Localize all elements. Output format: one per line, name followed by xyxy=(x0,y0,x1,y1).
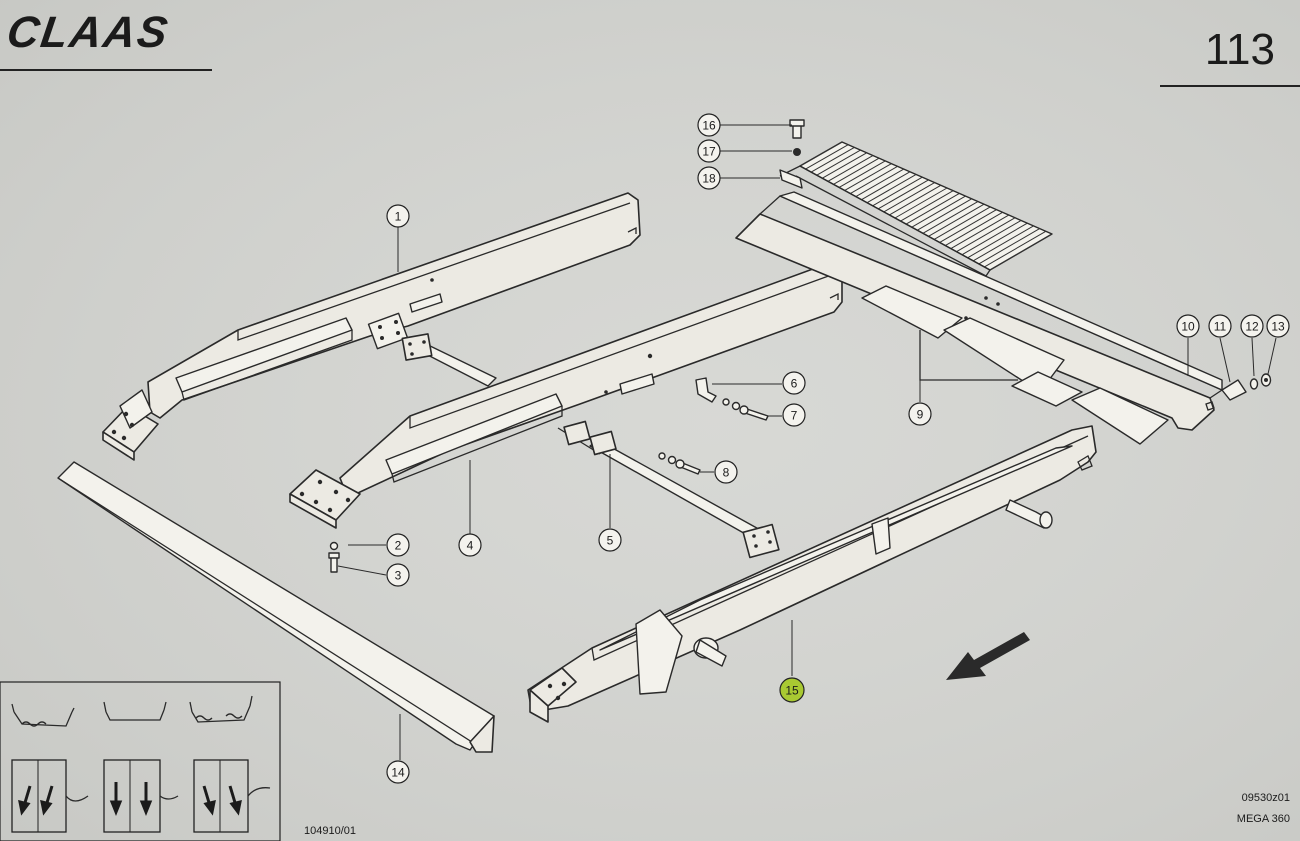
callout-5[interactable]: 5 xyxy=(598,528,622,552)
callout-3-label: 3 xyxy=(395,569,402,583)
callout-5-circle xyxy=(598,528,622,552)
part-14-angle xyxy=(57,461,495,753)
callout-7-circle xyxy=(782,403,806,427)
callout-6[interactable]: 6 xyxy=(782,371,806,395)
callout-15[interactable]: 15 xyxy=(779,677,805,703)
brand-logo-text: CLAAS xyxy=(4,8,172,57)
callout-11-circle xyxy=(1208,314,1232,338)
callout-13-circle xyxy=(1266,314,1290,338)
callout-15-label: 15 xyxy=(785,684,799,698)
callout-18[interactable]: 18 xyxy=(697,166,721,190)
callout-10-circle xyxy=(1176,314,1200,338)
callout-11-label: 11 xyxy=(1214,320,1227,334)
hardware-6-7-8 xyxy=(658,377,769,475)
callout-1[interactable]: 1 xyxy=(386,204,410,228)
direction-arrow-icon xyxy=(946,632,1030,680)
callout-5-label: 5 xyxy=(607,534,614,548)
part-9-10-rear-crossmember xyxy=(735,191,1224,445)
callout-12-circle xyxy=(1240,314,1264,338)
callout-2[interactable]: 2 xyxy=(386,533,410,557)
callout-4-label: 4 xyxy=(467,539,474,553)
callout-8-label: 8 xyxy=(723,466,730,480)
callout-14-label: 14 xyxy=(391,766,405,780)
cross-tube-upper xyxy=(401,333,497,387)
drawing-code: 09530z01 xyxy=(1242,792,1290,804)
part-1-left-beam xyxy=(102,192,641,461)
callout-10[interactable]: 10 xyxy=(1176,314,1200,338)
callout-4[interactable]: 4 xyxy=(458,533,482,557)
variant-legend-icon xyxy=(0,681,281,841)
callout-7-label: 7 xyxy=(791,409,798,423)
hardware-16-17 xyxy=(789,119,805,156)
callout-14-circle xyxy=(386,760,410,784)
hardware-2-3 xyxy=(328,541,340,573)
page-number-box: 113 xyxy=(1160,25,1300,87)
callout-12[interactable]: 12 xyxy=(1240,314,1264,338)
callout-7[interactable]: 7 xyxy=(782,403,806,427)
brand-logo: CLAAS xyxy=(0,8,212,71)
part-15-right-beam xyxy=(527,425,1097,723)
callout-2-circle xyxy=(386,533,410,557)
callout-3[interactable]: 3 xyxy=(386,563,410,587)
callout-1-label: 1 xyxy=(395,210,402,224)
callout-14[interactable]: 14 xyxy=(386,760,410,784)
callout-3-circle xyxy=(386,563,410,587)
callout-4-circle xyxy=(458,533,482,557)
callout-13-label: 13 xyxy=(1271,320,1285,334)
callout-1-circle xyxy=(386,204,410,228)
callout-6-label: 6 xyxy=(791,377,798,391)
model-name: MEGA 360 xyxy=(1237,813,1290,825)
callout-18-label: 18 xyxy=(702,172,716,186)
page-number: 113 xyxy=(1205,25,1275,74)
callout-12-label: 12 xyxy=(1245,320,1259,334)
callout-16[interactable]: 16 xyxy=(697,113,721,137)
callout-9-circle xyxy=(908,402,932,426)
callout-leaders xyxy=(337,124,1277,760)
callout-9-label: 9 xyxy=(917,408,924,422)
callout-16-label: 16 xyxy=(702,119,716,133)
callout-16-circle xyxy=(697,113,721,137)
callout-13[interactable]: 13 xyxy=(1266,314,1290,338)
callout-18-circle xyxy=(697,166,721,190)
callout-17[interactable]: 17 xyxy=(697,139,721,163)
callout-11[interactable]: 11 xyxy=(1208,314,1232,338)
part-4-center-beam xyxy=(289,261,843,529)
callout-17-circle xyxy=(697,139,721,163)
callout-15-circle xyxy=(779,677,805,703)
hardware-11-12-13 xyxy=(1221,373,1272,401)
callout-17-label: 17 xyxy=(702,145,716,159)
callout-10-label: 10 xyxy=(1181,320,1195,334)
callout-2-label: 2 xyxy=(395,539,402,553)
part-5-cross-brace xyxy=(557,420,780,559)
callout-8-circle xyxy=(714,460,738,484)
grille-plate xyxy=(779,141,1053,277)
callout-9[interactable]: 9 xyxy=(908,402,932,426)
callout-6-circle xyxy=(782,371,806,395)
document-number: 104910/01 xyxy=(304,825,356,837)
callout-8[interactable]: 8 xyxy=(714,460,738,484)
